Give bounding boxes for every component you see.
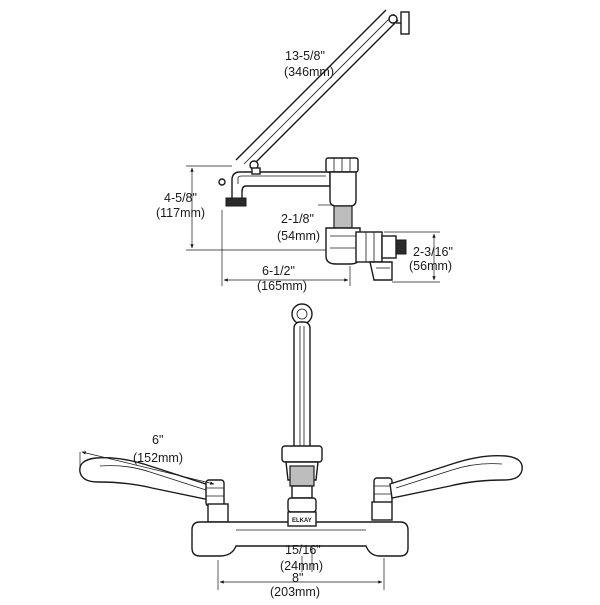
dim-handle-length-metric: (152mm) (133, 451, 183, 465)
dim-spout-height-metric: (117mm) (156, 206, 205, 220)
front-swing-rod (291, 303, 313, 459)
dim-handle-length-imperial: 6" (152, 433, 163, 447)
dim-spout-height-imperial: 4-5/8" (164, 191, 197, 205)
inlet-fitting (355, 231, 407, 281)
side-view: 13-5/8" (346mm) 4-5/8" (117mm) 2-1/8" (5… (156, 9, 453, 293)
left-valve-stem (207, 503, 229, 523)
brand-mark: ELKAY (292, 518, 312, 524)
front-center-body (281, 445, 323, 513)
dim-body-offset: 2-1/8" (54mm) (277, 204, 334, 243)
aerator-tip (225, 197, 247, 207)
front-view: ELKAY 6" (152mm) 15/16" (24mm) 8" (203mm… (79, 303, 523, 599)
front-main-body: ELKAY (191, 511, 409, 557)
dim-inlet-offset: 2-3/16" (56mm) (384, 231, 453, 283)
dim-center-offset-imperial: 15/16" (285, 543, 321, 557)
dim-spout-height: 4-5/8" (117mm) (156, 165, 326, 251)
dim-inlet-offset-metric: (56mm) (409, 259, 452, 273)
spout (218, 167, 331, 207)
dim-spout-length: 13-5/8" (346mm) (284, 49, 334, 79)
right-blade-handle (373, 454, 523, 505)
dim-outlet-reach: 6-1/2" (165mm) (221, 210, 351, 293)
dim-body-offset-imperial: 2-1/8" (281, 212, 314, 226)
dim-spout-length-metric: (346mm) (284, 65, 334, 79)
right-valve-stem (371, 501, 393, 521)
dim-centers: 8" (203mm) (217, 558, 385, 599)
dim-outlet-reach-imperial: 6-1/2" (262, 264, 295, 278)
swing-arm (235, 9, 399, 170)
dim-inlet-offset-imperial: 2-3/16" (413, 245, 453, 259)
dim-spout-length-imperial: 13-5/8" (285, 49, 325, 63)
dim-center-offset-metric: (24mm) (280, 559, 323, 573)
valve-body (325, 157, 361, 265)
dim-centers-metric: (203mm) (270, 585, 320, 599)
dim-center-offset: 15/16" (24mm) (280, 543, 323, 573)
dim-centers-imperial: 8" (292, 571, 303, 585)
wall-bracket (396, 11, 410, 35)
dim-handle-length: 6" (152mm) (79, 433, 215, 485)
dim-outlet-reach-metric: (165mm) (257, 279, 307, 293)
dim-body-offset-metric: (54mm) (277, 229, 320, 243)
